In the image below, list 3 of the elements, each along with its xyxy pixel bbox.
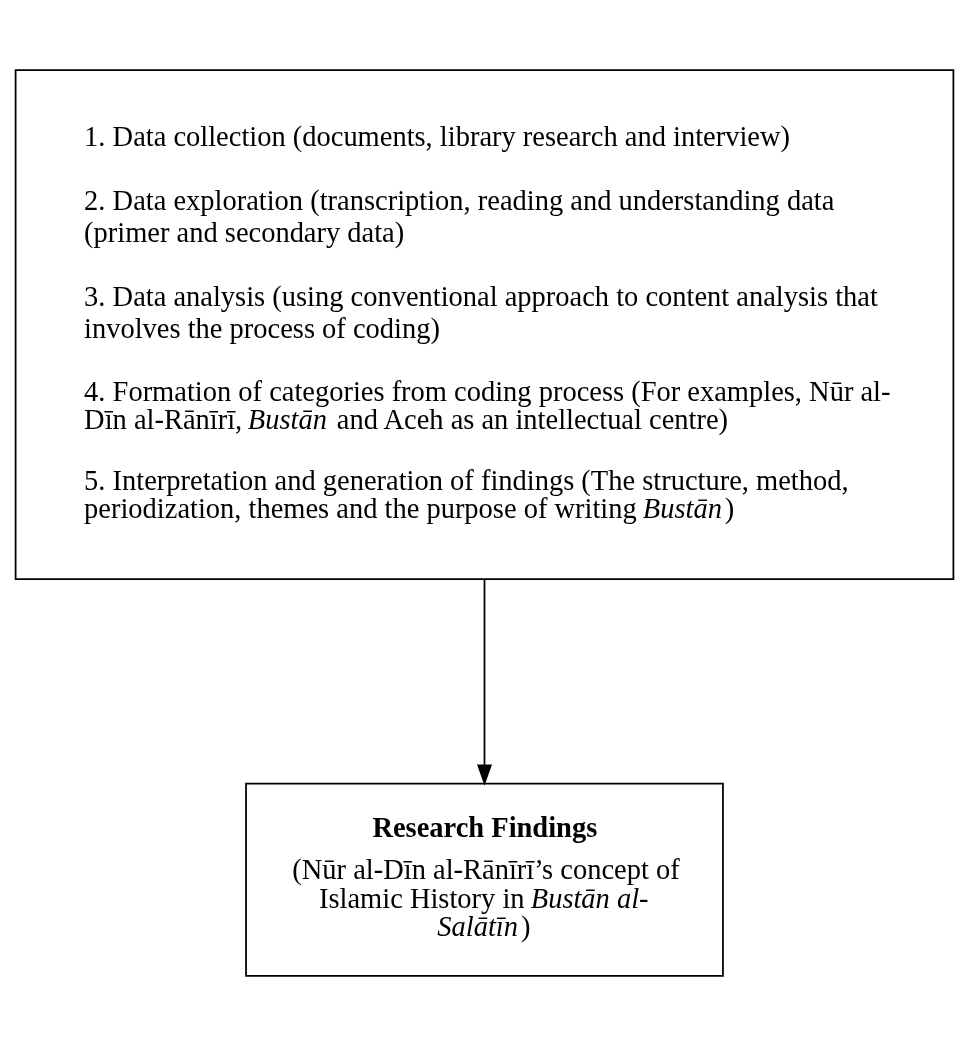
node-box: 1. Data collection (documents, library research and interview) 2. Data exploration (transcription, reading and understanding data (primer and secondary data) 3. Data analysis (using conventional approach to content analysis that involves the process of coding) 4. Formation of categories from coding process (For examples, Nūr al-Dīn al-Rānīrī, Bustān and Aceh as an intellectual centre) 5. Interpretation and generation of findings (The structure, method, periodization, themes and the purpose of writing Bustān): [14, 68, 955, 580]
arrow: [477, 578, 492, 786]
node-box: Research Findings (Nūr al-Dīn al-Rānīrī’s concept of Islamic History in Bustān al-Salātīn): [245, 782, 724, 977]
